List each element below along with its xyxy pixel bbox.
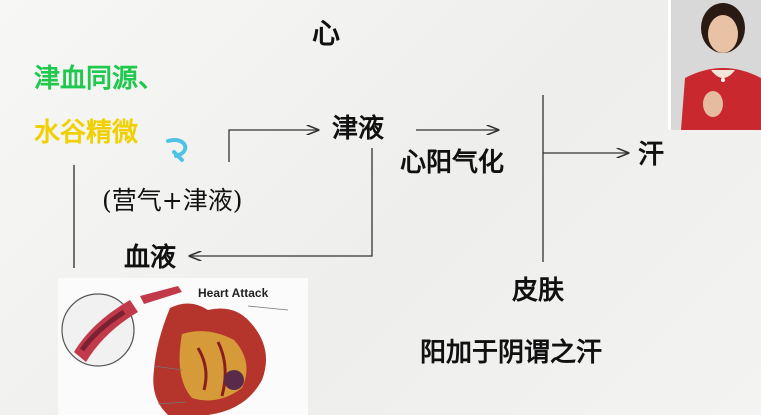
han-node: 汗: [638, 140, 665, 170]
yangjia-yuyin-text: 阳加于阴谓之汗: [420, 338, 603, 368]
slide-title: 心: [312, 17, 341, 50]
heart-attack-image: Heart Attack: [58, 278, 308, 415]
swirl-arrow-icon: [166, 138, 188, 162]
pifu-node: 皮肤: [512, 276, 565, 306]
shuigu-jingwei-text: 水谷精微: [34, 118, 139, 148]
arrow-to-jinye: [228, 130, 318, 162]
jinye-node: 津液: [332, 114, 385, 144]
heart-attack-caption: Heart Attack: [198, 286, 269, 300]
presenter-photo: [668, 0, 761, 130]
arrow-to-xueye: [190, 148, 373, 256]
xueye-node: 血液: [124, 243, 177, 273]
jinxue-tongyuan-text: 津血同源、: [34, 64, 165, 94]
yingqi-jinye-text: (营气+津液): [102, 186, 243, 215]
xinyang-qihua-node: 心阳气化: [400, 148, 505, 178]
